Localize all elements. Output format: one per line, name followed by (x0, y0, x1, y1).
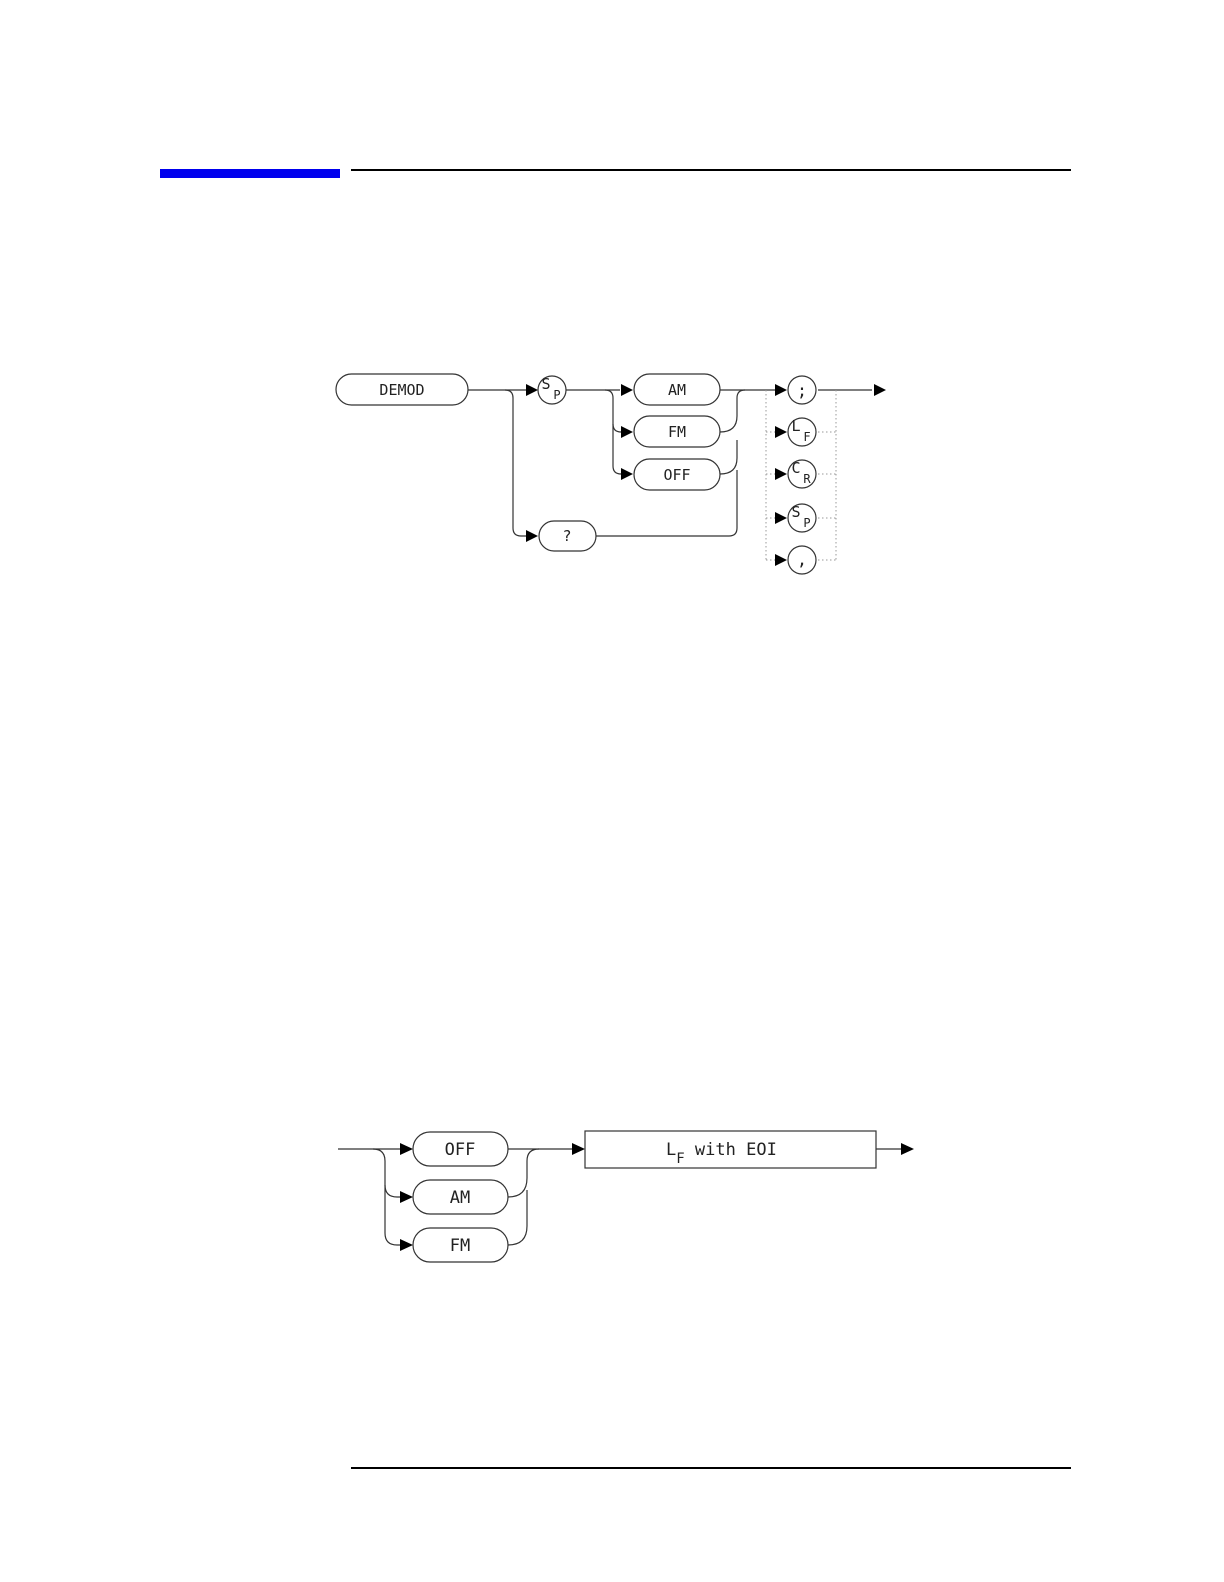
resp-option-off-label: OFF (445, 1140, 476, 1160)
resp-arrow-to-am (400, 1191, 413, 1203)
arrow-to-semicolon (775, 384, 787, 396)
demod-command-label: DEMOD (379, 381, 424, 399)
resp-arrow-to-lf (572, 1143, 585, 1155)
terminator-sp-main: S (791, 503, 800, 521)
arrow-to-lf (775, 426, 787, 438)
arrow-to-cr (775, 468, 787, 480)
option-am-label: AM (668, 381, 686, 399)
resp-path-fm-out (508, 1190, 527, 1245)
arrow-to-sp-term (775, 512, 787, 524)
resp-option-fm-label: FM (450, 1236, 470, 1256)
arrow-to-query (526, 530, 538, 542)
option-fm-label: FM (668, 423, 686, 441)
terminator-sp-sub: P (803, 516, 810, 530)
resp-lf-suffix: with EOI (685, 1140, 777, 1160)
sp-separator-sub: P (553, 388, 560, 402)
path-off-out (720, 440, 737, 474)
resp-lf-main: L (666, 1140, 676, 1160)
arrow-to-am (621, 384, 633, 396)
resp-lf-sub: F (676, 1151, 684, 1167)
query-response-diagram: OFF AM FM LF with EOI (338, 1131, 914, 1262)
terminator-cr-main: C (791, 459, 800, 477)
path-to-fm (613, 424, 621, 432)
terminator-cr-sub: R (803, 472, 811, 486)
arrow-end (874, 384, 886, 396)
terminator-dotted-entry (766, 390, 775, 560)
arrow-to-off (621, 468, 633, 480)
terminator-dotted-exit (818, 390, 836, 560)
path-to-query (468, 390, 526, 536)
resp-path-am-out (508, 1149, 539, 1197)
path-fm-out (720, 390, 745, 432)
terminator-lf-sub: F (803, 430, 810, 444)
sp-separator-main: S (541, 375, 550, 393)
terminator-comma-label: , (797, 550, 807, 570)
terminator-lf-main: L (791, 417, 800, 435)
resp-option-am-label: AM (450, 1188, 470, 1208)
query-label: ? (562, 527, 571, 545)
arrow-to-comma (775, 554, 787, 566)
resp-path-to-am (385, 1185, 400, 1197)
option-off-label: OFF (663, 466, 690, 484)
arrow-to-fm (621, 426, 633, 438)
resp-arrow-to-off (400, 1143, 413, 1155)
resp-arrow-to-fm (400, 1239, 413, 1251)
demod-syntax-diagram: DEMOD S P AM FM OFF ? ; L F C R S P , (336, 374, 886, 574)
arrow-to-sp (526, 384, 538, 396)
terminator-semicolon-label: ; (797, 381, 807, 401)
resp-arrow-end (901, 1143, 914, 1155)
